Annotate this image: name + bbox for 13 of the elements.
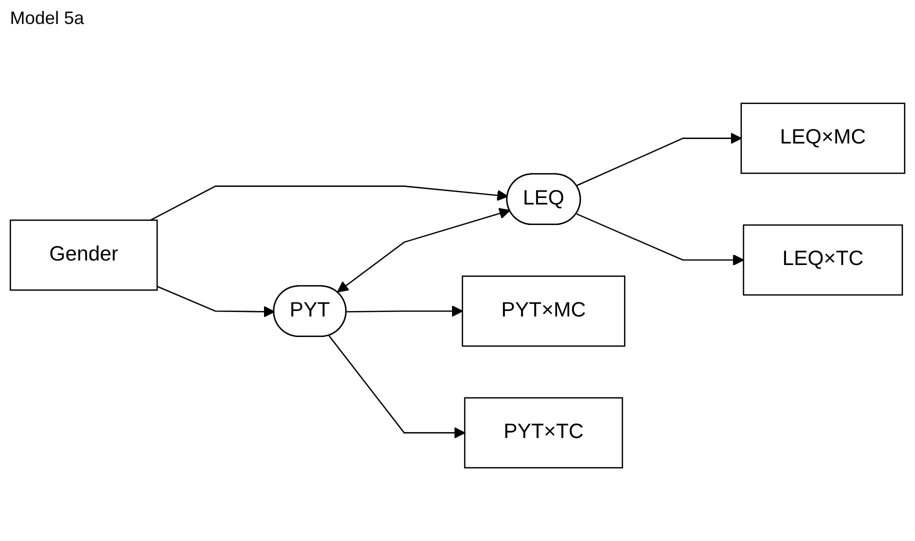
arrow — [156, 286, 275, 318]
diagram-title: Model 5a — [10, 8, 84, 29]
arrow — [150, 186, 508, 222]
arrow — [576, 133, 742, 187]
arrow — [328, 336, 466, 439]
arrow — [337, 208, 510, 293]
node-box: PYT×MC — [462, 276, 626, 348]
node-box: PYT×TC — [464, 398, 624, 469]
node-box: Gender — [10, 220, 158, 292]
node-box: LEQ×TC — [742, 224, 903, 296]
node-box: LEQ×MC — [740, 103, 906, 174]
arrow — [346, 306, 463, 318]
arrow — [576, 214, 744, 266]
